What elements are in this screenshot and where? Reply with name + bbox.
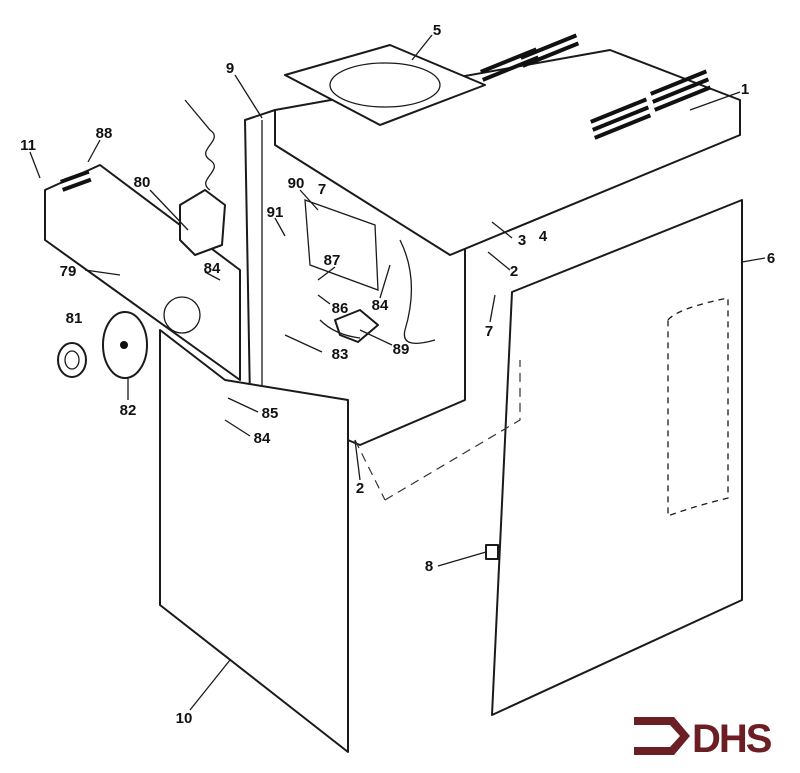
label-11: 11 [20, 137, 36, 154]
label-7: 7 [485, 323, 493, 340]
label-1: 1 [741, 81, 749, 98]
label-85: 85 [262, 405, 279, 422]
dhs-logo: DHS [634, 717, 774, 761]
dial-82 [102, 311, 148, 379]
label-84: 84 [204, 260, 221, 277]
label-4: 4 [539, 228, 548, 245]
side-panel-6 [491, 199, 743, 716]
thermostat-80 [179, 99, 226, 256]
logo-arrow-icon [634, 717, 690, 755]
label-88: 88 [96, 125, 113, 142]
leader-lines [29, 34, 766, 711]
label-8: 8 [425, 558, 433, 575]
label-10: 10 [176, 710, 193, 727]
label-86: 86 [332, 300, 349, 317]
label-84: 84 [254, 430, 271, 447]
logo-text: DHS [692, 717, 772, 761]
knob-81 [57, 342, 87, 378]
hinge-8 [485, 544, 499, 560]
label-6: 6 [767, 250, 775, 267]
label-90: 90 [288, 175, 305, 192]
label-79: 79 [60, 263, 77, 280]
label-84: 84 [372, 297, 389, 314]
label-2: 2 [356, 480, 364, 497]
label-3: 3 [518, 232, 526, 249]
label-2: 2 [510, 263, 518, 280]
label-7: 7 [318, 181, 326, 198]
control-panel-79 [44, 164, 241, 381]
flue-cover-5 [284, 44, 486, 126]
label-87: 87 [324, 252, 341, 269]
label-9: 9 [226, 60, 234, 77]
label-82: 82 [120, 402, 137, 419]
part-labels: 1 5 9 88 11 80 90 7 91 3 4 2 6 79 84 87 … [20, 22, 775, 727]
label-83: 83 [332, 346, 349, 363]
label-91: 91 [267, 204, 284, 221]
label-89: 89 [393, 341, 410, 358]
label-80: 80 [134, 174, 151, 191]
label-5: 5 [433, 22, 441, 39]
front-panel-10 [159, 329, 349, 753]
label-81: 81 [66, 310, 83, 327]
